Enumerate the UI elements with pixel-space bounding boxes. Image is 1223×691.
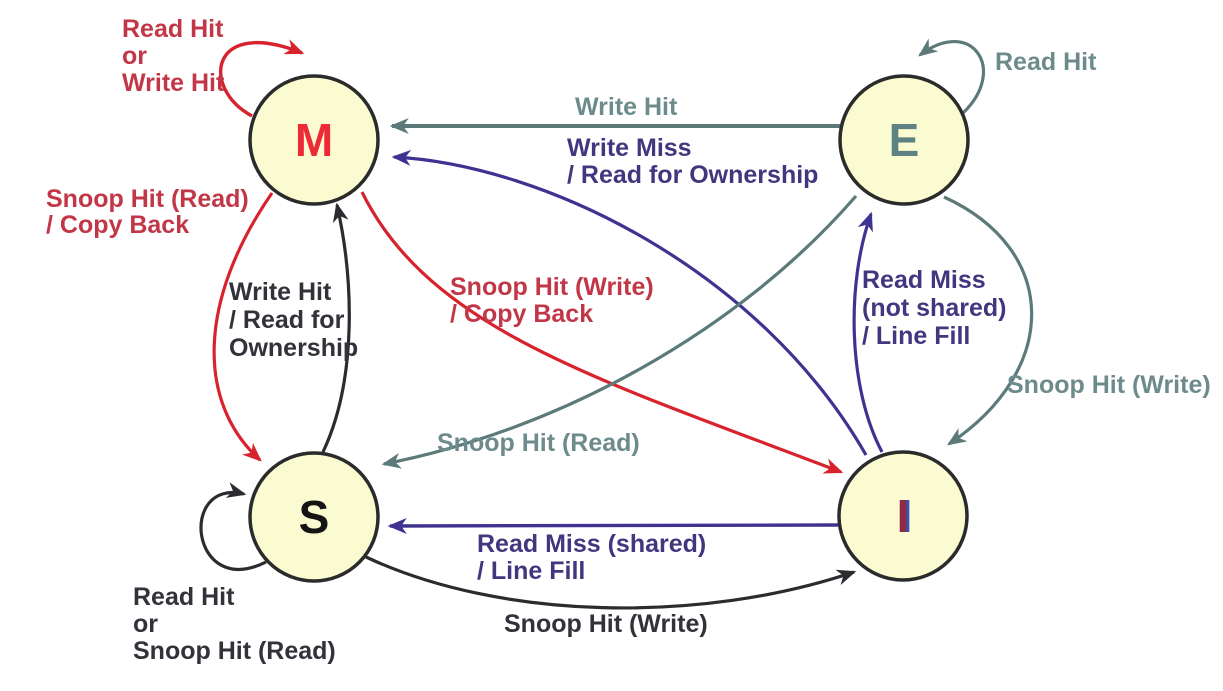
edge-s-to-i xyxy=(365,555,857,610)
edge-m-self-loop xyxy=(219,39,305,118)
edge-i-to-m xyxy=(391,149,868,456)
edge-label-e-to-m: Write Hit xyxy=(575,93,678,121)
edge-label-e-to-i: Snoop Hit (Write) xyxy=(1007,371,1211,399)
state-node-m xyxy=(248,74,380,206)
edge-label-s-self-loop: Read Hit or Snoop Hit (Read) xyxy=(133,583,336,665)
edge-i-to-s xyxy=(387,517,839,534)
state-node-e xyxy=(838,74,970,206)
edge-label-m-self-loop: Read Hit or Write Hit xyxy=(122,15,225,97)
edge-label-i-to-s: Read Miss (shared) / Line Fill xyxy=(477,530,707,585)
edge-label-i-to-e: Read Miss (not shared) / Line Fill xyxy=(862,266,1007,350)
state-node-i xyxy=(837,450,969,582)
edge-m-to-i xyxy=(360,191,844,474)
edge-label-m-to-i: Snoop Hit (Write) / Copy Back xyxy=(450,273,654,328)
edge-i-to-e xyxy=(852,211,884,453)
edge-label-i-to-m: Write Miss / Read for Ownership xyxy=(567,134,819,189)
state-node-s xyxy=(248,451,380,583)
edge-s-self-loop xyxy=(199,482,267,571)
edge-label-s-to-m: Write Hit / Read for Ownership xyxy=(229,278,359,362)
edge-m-to-s xyxy=(212,192,274,462)
edge-label-s-to-i: Snoop Hit (Write) xyxy=(504,610,708,638)
edge-label-e-self-loop: Read Hit xyxy=(995,48,1097,76)
edge-e-self-loop xyxy=(918,38,985,115)
edge-label-m-to-s: Snoop Hit (Read) / Copy Back xyxy=(46,185,249,239)
edge-label-e-to-s: Snoop Hit (Read) xyxy=(437,429,640,457)
edge-s-to-m xyxy=(321,202,351,453)
edge-e-to-i xyxy=(943,195,1034,446)
edge-e-to-s xyxy=(381,194,858,469)
